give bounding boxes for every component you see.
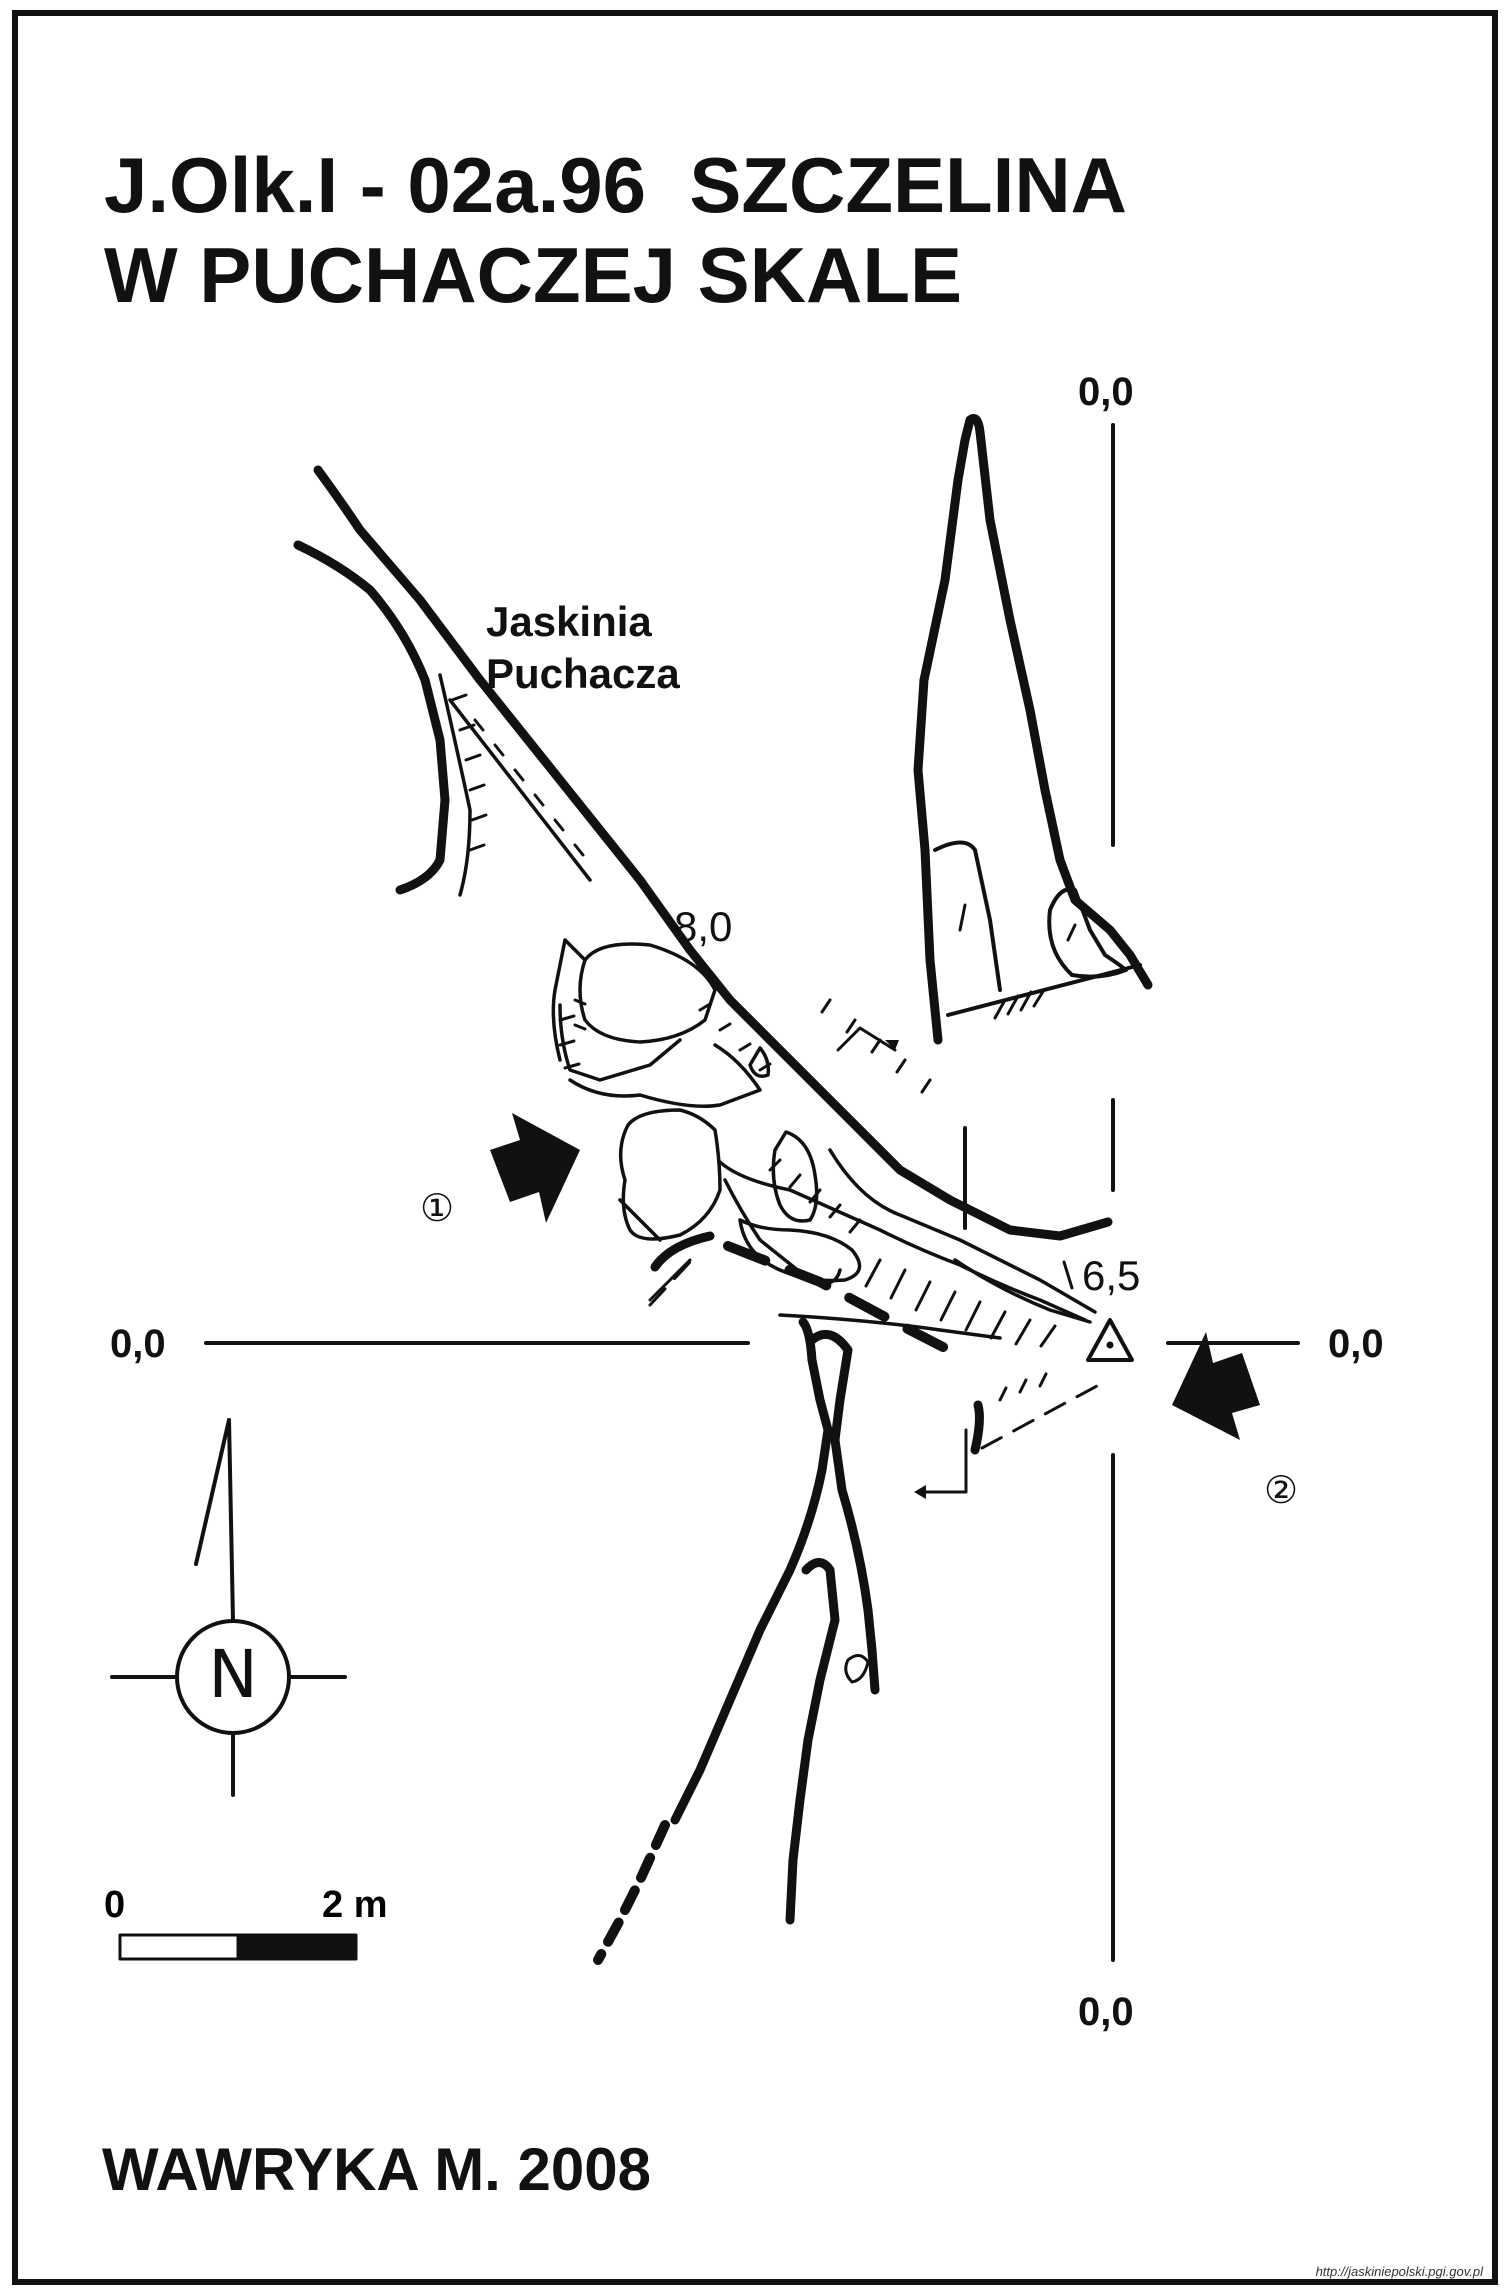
cross-section-lower-right-wall <box>807 1329 880 1695</box>
slope-upper-right-edge <box>448 698 592 882</box>
map-frame <box>12 10 1498 2285</box>
cave-name-line2: Puchacza <box>486 650 680 697</box>
scale-bar-black-segment <box>236 1933 358 1961</box>
section-cut-marker-lower-arrow <box>914 1485 926 1499</box>
boulder-1 <box>578 942 717 1044</box>
slope-hatching <box>450 693 1057 1402</box>
cross-section-lower <box>670 1317 880 1925</box>
cross-section-upper-outline <box>913 414 1153 1045</box>
cross-section-lower-dashed <box>593 1820 670 1965</box>
boulder-3 <box>568 1043 762 1108</box>
cross-section-lower-inner-wall-left <box>785 1558 840 1925</box>
cross-section-lower-left-wall <box>670 1317 833 1825</box>
reference-lines <box>204 423 1300 1962</box>
plan-walls <box>293 465 1113 1455</box>
boulder-upper-side <box>551 938 587 1062</box>
section-cut-markers <box>836 1026 968 1499</box>
cave-name-label: Jaskinia Puchacza <box>486 596 680 700</box>
depth-label-station: 6,5 <box>1082 1252 1141 1299</box>
boulder-7 <box>723 1178 842 1286</box>
plan-wall-northeast <box>313 465 1113 1241</box>
survey-station-dot <box>1106 1341 1114 1349</box>
author-credit: WAWRYKA M. 2008 <box>102 2136 651 2203</box>
passage-centre-right <box>828 1148 1097 1314</box>
source-url: http://jaskiniepolski.pgi.gov.pl <box>1315 2264 1483 2279</box>
plan-wall-thin-dashed <box>648 1260 1110 1450</box>
boulder-5 <box>771 1130 819 1223</box>
compass-rose <box>110 1418 347 1797</box>
map-title-line1: J.Olk.I - 02a.96 SZCZELINA <box>104 141 1127 229</box>
compass-line-north <box>227 1418 235 1623</box>
survey-station-triangle <box>1086 1318 1134 1362</box>
cave-name-line1: Jaskinia <box>486 598 652 645</box>
view-arrow-2 <box>1172 1332 1260 1440</box>
reference-label-right: 0,0 <box>1328 1322 1384 1366</box>
plan-interior-details <box>438 673 1097 1340</box>
slope-upper-left-edge <box>438 673 472 897</box>
passage-narrow-end <box>953 1258 1092 1324</box>
cross-section-lower-pebble <box>844 1654 870 1684</box>
plan-wall-southeast-end <box>970 1400 984 1455</box>
map-title-line2: W PUCHACZEJ SKALE <box>104 231 963 319</box>
plan-wall-south-left <box>650 1231 715 1272</box>
cut-line-lower <box>648 1258 692 1302</box>
boulder-6 <box>738 1218 862 1283</box>
view-marker-2: ② <box>1264 1470 1299 1512</box>
section-cut-marker-upper <box>836 1026 897 1052</box>
cross-section-upper-boulder-left <box>933 840 1002 992</box>
scale-bar-white-segment <box>118 1933 240 1961</box>
view-arrow-1 <box>490 1113 580 1223</box>
compass-north-letter: N <box>208 1636 258 1713</box>
plan-wall-dashed <box>723 1241 950 1353</box>
section-cut-marker-upper-arrow <box>885 1040 899 1050</box>
cross-section-upper <box>913 414 1153 1045</box>
slope-bottom-edge <box>778 1313 1002 1340</box>
scale-bar-start-label: 0 <box>104 1884 126 1926</box>
reference-label-left: 0,0 <box>110 1322 166 1366</box>
reference-label-top: 0,0 <box>1078 370 1134 414</box>
plan-wall-northwest <box>293 540 450 895</box>
compass-needle <box>194 1418 231 1566</box>
boulder-4 <box>618 1108 722 1241</box>
scale-bar-end-label: 2 m <box>322 1884 388 1926</box>
station-tick <box>1062 1260 1074 1290</box>
depth-label-upper: 8,0 <box>674 903 733 950</box>
view-marker-1: ① <box>420 1188 455 1230</box>
scale-bar <box>118 1933 358 1961</box>
cross-section-upper-boulder-right <box>1047 887 1128 979</box>
boulder-2 <box>558 1003 682 1082</box>
reference-label-bottom: 0,0 <box>1078 1990 1134 2034</box>
section-cut-marker-lower <box>918 1428 968 1494</box>
boulder-8 <box>748 1046 771 1078</box>
passage-centre-left <box>718 1160 1087 1322</box>
plan-wall-inner-left <box>618 1198 662 1242</box>
cross-section-upper-hatch <box>958 903 1077 1020</box>
